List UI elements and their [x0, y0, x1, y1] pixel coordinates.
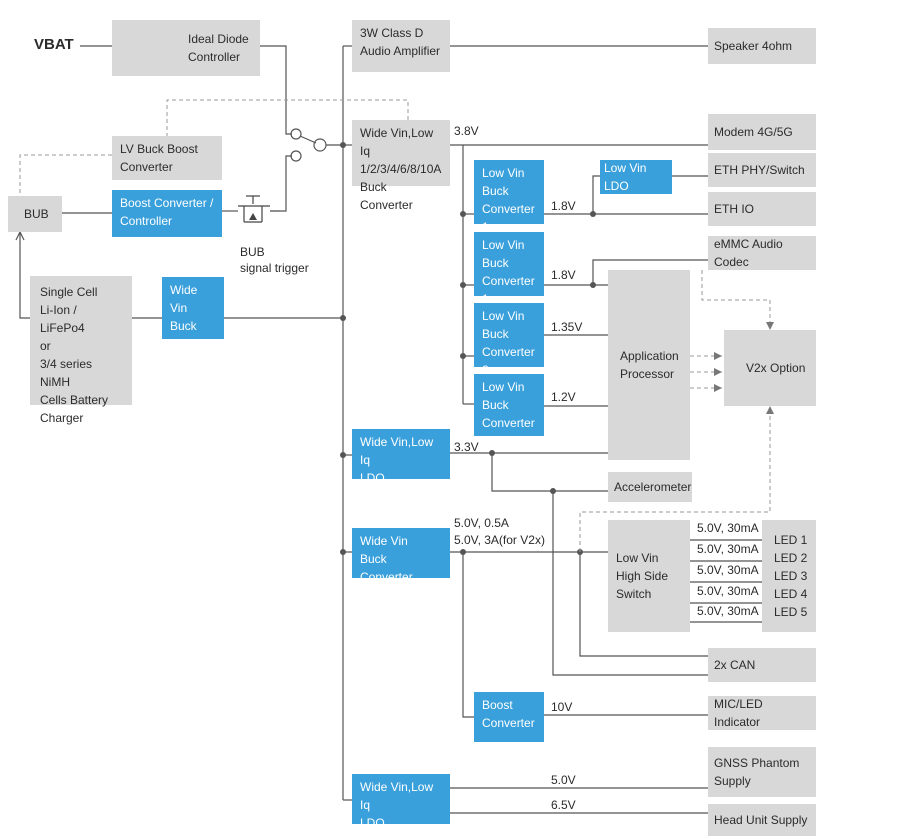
head-unit-supply: Head Unit Supply — [708, 804, 816, 836]
bub-mosfet-icon — [238, 195, 280, 223]
led-current-label: 5.0V, 30mA — [697, 584, 759, 598]
low-vin-buck-converter-2: Low Vin Buck Converter 2 — [474, 303, 544, 377]
rail-1v2-label: 1.2V — [551, 390, 576, 404]
modem: Modem 4G/5G — [708, 114, 816, 150]
gnss-phantom-supply: GNSS Phantom Supply — [708, 747, 816, 797]
application-processor: Application Processor — [608, 270, 690, 460]
rail-6v5-label: 6.5V — [551, 798, 576, 812]
wide-vin-buck-converter-left: Wide Vin Buck Converter — [162, 277, 224, 351]
boost-converter-10v: Boost Converter — [474, 692, 544, 742]
low-vin-buck-converter-1a: Low Vin Buck Converter 1 — [474, 160, 544, 234]
low-vin-ldo: Low Vin LDO — [600, 160, 672, 194]
vbat-label: VBAT — [34, 36, 74, 53]
low-vin-buck-converter-1b: Low Vin Buck Converter 1 — [474, 232, 544, 306]
rail-10v-label: 10V — [551, 700, 573, 714]
rail-3v3-label: 3.3V — [454, 440, 479, 454]
mic-led-indicator: MIC/LED Indicator — [708, 696, 816, 730]
wide-vin-ldo-bottom: Wide Vin,Low Iq LDO — [352, 774, 450, 830]
battery-charger: Single Cell Li-Ion / LiFePo4 or 3/4 seri… — [30, 276, 132, 425]
high-side-switch: Low Vin High Side Switch — [608, 520, 690, 632]
v2x-option: V2x Option — [724, 330, 816, 406]
speaker: Speaker 4ohm — [708, 28, 816, 64]
main-buck-converter: Wide Vin,Low Iq 1/2/3/4/6/8/10A Buck Con… — [352, 120, 450, 212]
can-bus: 2x CAN — [708, 648, 816, 682]
rail-1v8b-label: 1.8V — [551, 268, 576, 282]
class-d-amplifier: 3W Class D Audio Amplifier — [352, 20, 450, 72]
boost-converter-controller: Boost Converter / Controller — [112, 190, 222, 237]
rail-1v8a-label: 1.8V — [551, 199, 576, 213]
bub-trigger-label: BUB signal trigger — [240, 245, 309, 275]
led-current-label: 5.0V, 30mA — [697, 521, 759, 535]
led-current-label: 5.0V, 30mA — [697, 563, 759, 577]
wide-vin-ldo-3v3: Wide Vin,Low Iq LDO — [352, 429, 450, 485]
bub-block: BUB — [8, 196, 62, 232]
lv-buck-boost-converter: LV Buck Boost Converter — [112, 136, 222, 180]
rail-1v35-label: 1.35V — [551, 320, 583, 334]
led-current-label: 5.0V, 30mA — [697, 542, 759, 556]
eth-io: ETH IO — [708, 192, 816, 226]
led-group: LED 1 LED 2 LED 3 LED 4 LED 5 — [762, 520, 816, 632]
emmc-audio-codec: eMMC Audio Codec — [708, 236, 816, 270]
rail-5v0-label: 5.0V — [551, 773, 576, 787]
led-current-label: 5.0V, 30mA — [697, 604, 759, 618]
eth-phy-switch: ETH PHY/Switch — [708, 153, 816, 187]
ideal-diode-controller: Ideal Diode Controller — [112, 20, 260, 76]
rail-3v8-label: 3.8V — [454, 124, 479, 138]
low-vin-buck-converter-3: Low Vin Buck Converter 3 — [474, 374, 544, 448]
accelerometer: Accelerometer — [608, 472, 692, 502]
rail-5v-label: 5.0V, 0.5A 5.0V, 3A(for V2x) — [454, 516, 545, 547]
wide-vin-buck-converter-5v: Wide Vin Buck Converter — [352, 528, 450, 584]
